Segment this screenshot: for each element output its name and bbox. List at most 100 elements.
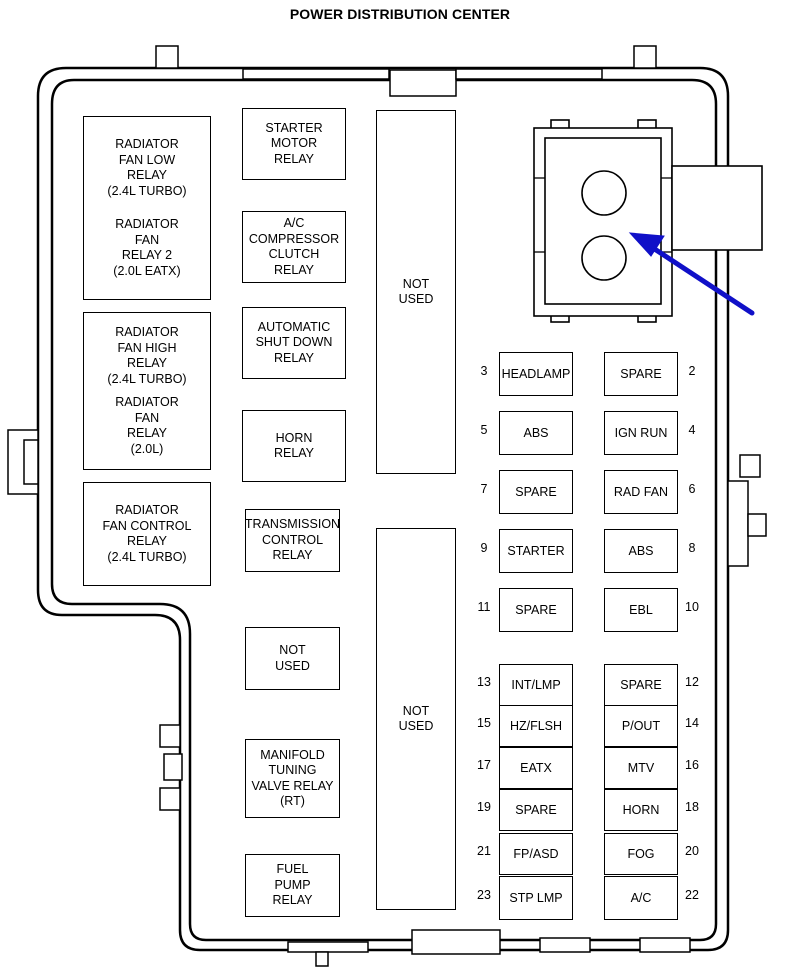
text-line: A/C [283, 216, 305, 230]
text-line: RELAY [126, 534, 168, 548]
text-line: NOT [279, 643, 306, 657]
fuse-number: 17 [477, 758, 491, 772]
radiator-fan-low-relay: RADIATOR FAN LOW RELAY (2.4L TURBO) RADI… [83, 116, 211, 300]
text-line: (2.0L) [130, 441, 164, 456]
text-line: TUNING [268, 763, 317, 777]
text-line: RELAY [273, 151, 315, 166]
text-line: STARTER [265, 120, 323, 135]
text-line: USED [398, 719, 434, 733]
bottom-slot-right [539, 937, 591, 953]
fuse-left-11: SPARE [499, 588, 573, 632]
text-line: CLUTCH [268, 247, 320, 261]
fuse-number: 19 [477, 800, 491, 814]
text-line: RADIATOR [115, 503, 179, 517]
fuse-number: 20 [685, 844, 699, 858]
text-line: RELAY [126, 168, 168, 182]
fuse-number: 11 [477, 600, 491, 614]
text-line: TRANSMISSION [244, 517, 341, 532]
text-line: FAN CONTROL [102, 518, 192, 533]
fuse-number: 22 [685, 888, 699, 902]
right-side-tab-3 [747, 513, 767, 537]
fuse-right-6: RAD FAN [604, 470, 678, 514]
fuse-left-21: FP/ASD [499, 833, 573, 875]
fuse-number: 8 [688, 541, 696, 555]
text-line: RADIATOR [115, 325, 179, 339]
radiator-fan-high-relay: RADIATOR FAN HIGH RELAY (2.4L TURBO) RAD… [83, 312, 211, 470]
fuse-right-8: ABS [604, 529, 678, 573]
bottom-tab [315, 951, 329, 967]
text-line: NOT [402, 703, 430, 718]
top-tab-right [633, 45, 657, 69]
fuse-number: 12 [685, 675, 699, 689]
fuse-number: 6 [688, 482, 696, 496]
fuse-number: 5 [480, 423, 488, 437]
top-slot-middle [389, 69, 457, 97]
text-line: AUTOMATIC [257, 319, 331, 334]
right-side-tab-1 [739, 454, 761, 478]
fuse-number: 23 [477, 888, 491, 902]
text-line: VALVE RELAY [251, 778, 334, 793]
text-line: (2.4L TURBO) [107, 371, 187, 386]
text-line: CONTROL [261, 532, 324, 547]
text-line: FAN HIGH [117, 340, 177, 355]
fuse-number: 18 [685, 800, 699, 814]
starter-motor-relay: STARTER MOTOR RELAY [242, 108, 346, 180]
text-line: FAN [134, 232, 160, 247]
fuse-left-17: EATX [499, 747, 573, 789]
fuse-number: 15 [477, 716, 491, 730]
fuel-pump-relay: FUEL PUMP RELAY [245, 854, 340, 917]
fuse-left-9: STARTER [499, 529, 573, 573]
right-side-tab-2 [727, 480, 749, 567]
text-line: (2.0L EATX) [113, 263, 181, 278]
text-line: (2.4L TURBO) [107, 549, 187, 564]
fuse-number: 9 [480, 541, 488, 555]
bottom-slot-far-right [639, 937, 691, 953]
manifold-tuning-valve-relay: MANIFOLD TUNING VALVE RELAY (RT) [245, 739, 340, 818]
text-line: FAN [134, 410, 160, 425]
connector-body [533, 127, 673, 317]
fuse-number: 3 [480, 364, 488, 378]
lower-left-tab-1 [159, 724, 181, 748]
text-line: FUEL [276, 862, 309, 877]
connector-plug [671, 165, 763, 251]
text-line: RELAY [272, 548, 313, 563]
fuse-right-12: SPARE [604, 664, 678, 706]
transmission-control-relay: TRANSMISSION CONTROL RELAY [245, 509, 340, 572]
top-slot-left [242, 68, 390, 80]
text-line: MANIFOLD [260, 747, 325, 762]
fuse-right-16: MTV [604, 747, 678, 789]
text-line: PUMP [274, 877, 311, 892]
text-line: RELAY [273, 350, 315, 365]
text-line: RELAY [126, 426, 168, 440]
fuse-right-22: A/C [604, 876, 678, 920]
top-tab-left [155, 45, 179, 69]
horn-relay: HORN RELAY [242, 410, 346, 482]
text-line: COMPRESSOR [248, 231, 340, 246]
pointer-arrow [628, 232, 755, 316]
text-line: RADIATOR [115, 217, 179, 231]
diagram-title: POWER DISTRIBUTION CENTER [289, 6, 511, 22]
fuse-right-14: P/OUT [604, 705, 678, 747]
fuse-right-20: FOG [604, 833, 678, 875]
fuse-number: 10 [685, 600, 699, 614]
connector-pin-upper [581, 170, 627, 216]
fuse-number: 4 [688, 423, 696, 437]
fuse-number: 14 [685, 716, 699, 730]
text-line: USED [398, 292, 434, 306]
text-line: FAN LOW [118, 152, 176, 167]
fuse-right-18: HORN [604, 789, 678, 831]
lower-left-tab-3 [159, 787, 181, 811]
text-line: (2.4L TURBO) [107, 183, 187, 198]
text-line: NOT [402, 276, 430, 291]
text-line: RELAY [126, 356, 168, 370]
text-line: RELAY [273, 262, 315, 277]
fuse-right-10: EBL [604, 588, 678, 632]
not-used-slot-top: NOT USED [376, 110, 456, 474]
bottom-slot-middle [411, 929, 501, 955]
text-line: SHUT DOWN [255, 335, 333, 350]
text-line: USED [275, 658, 310, 673]
fuse-left-3: HEADLAMP [499, 352, 573, 396]
connector-block [533, 119, 763, 323]
text-line: RELAY 2 [121, 248, 173, 262]
